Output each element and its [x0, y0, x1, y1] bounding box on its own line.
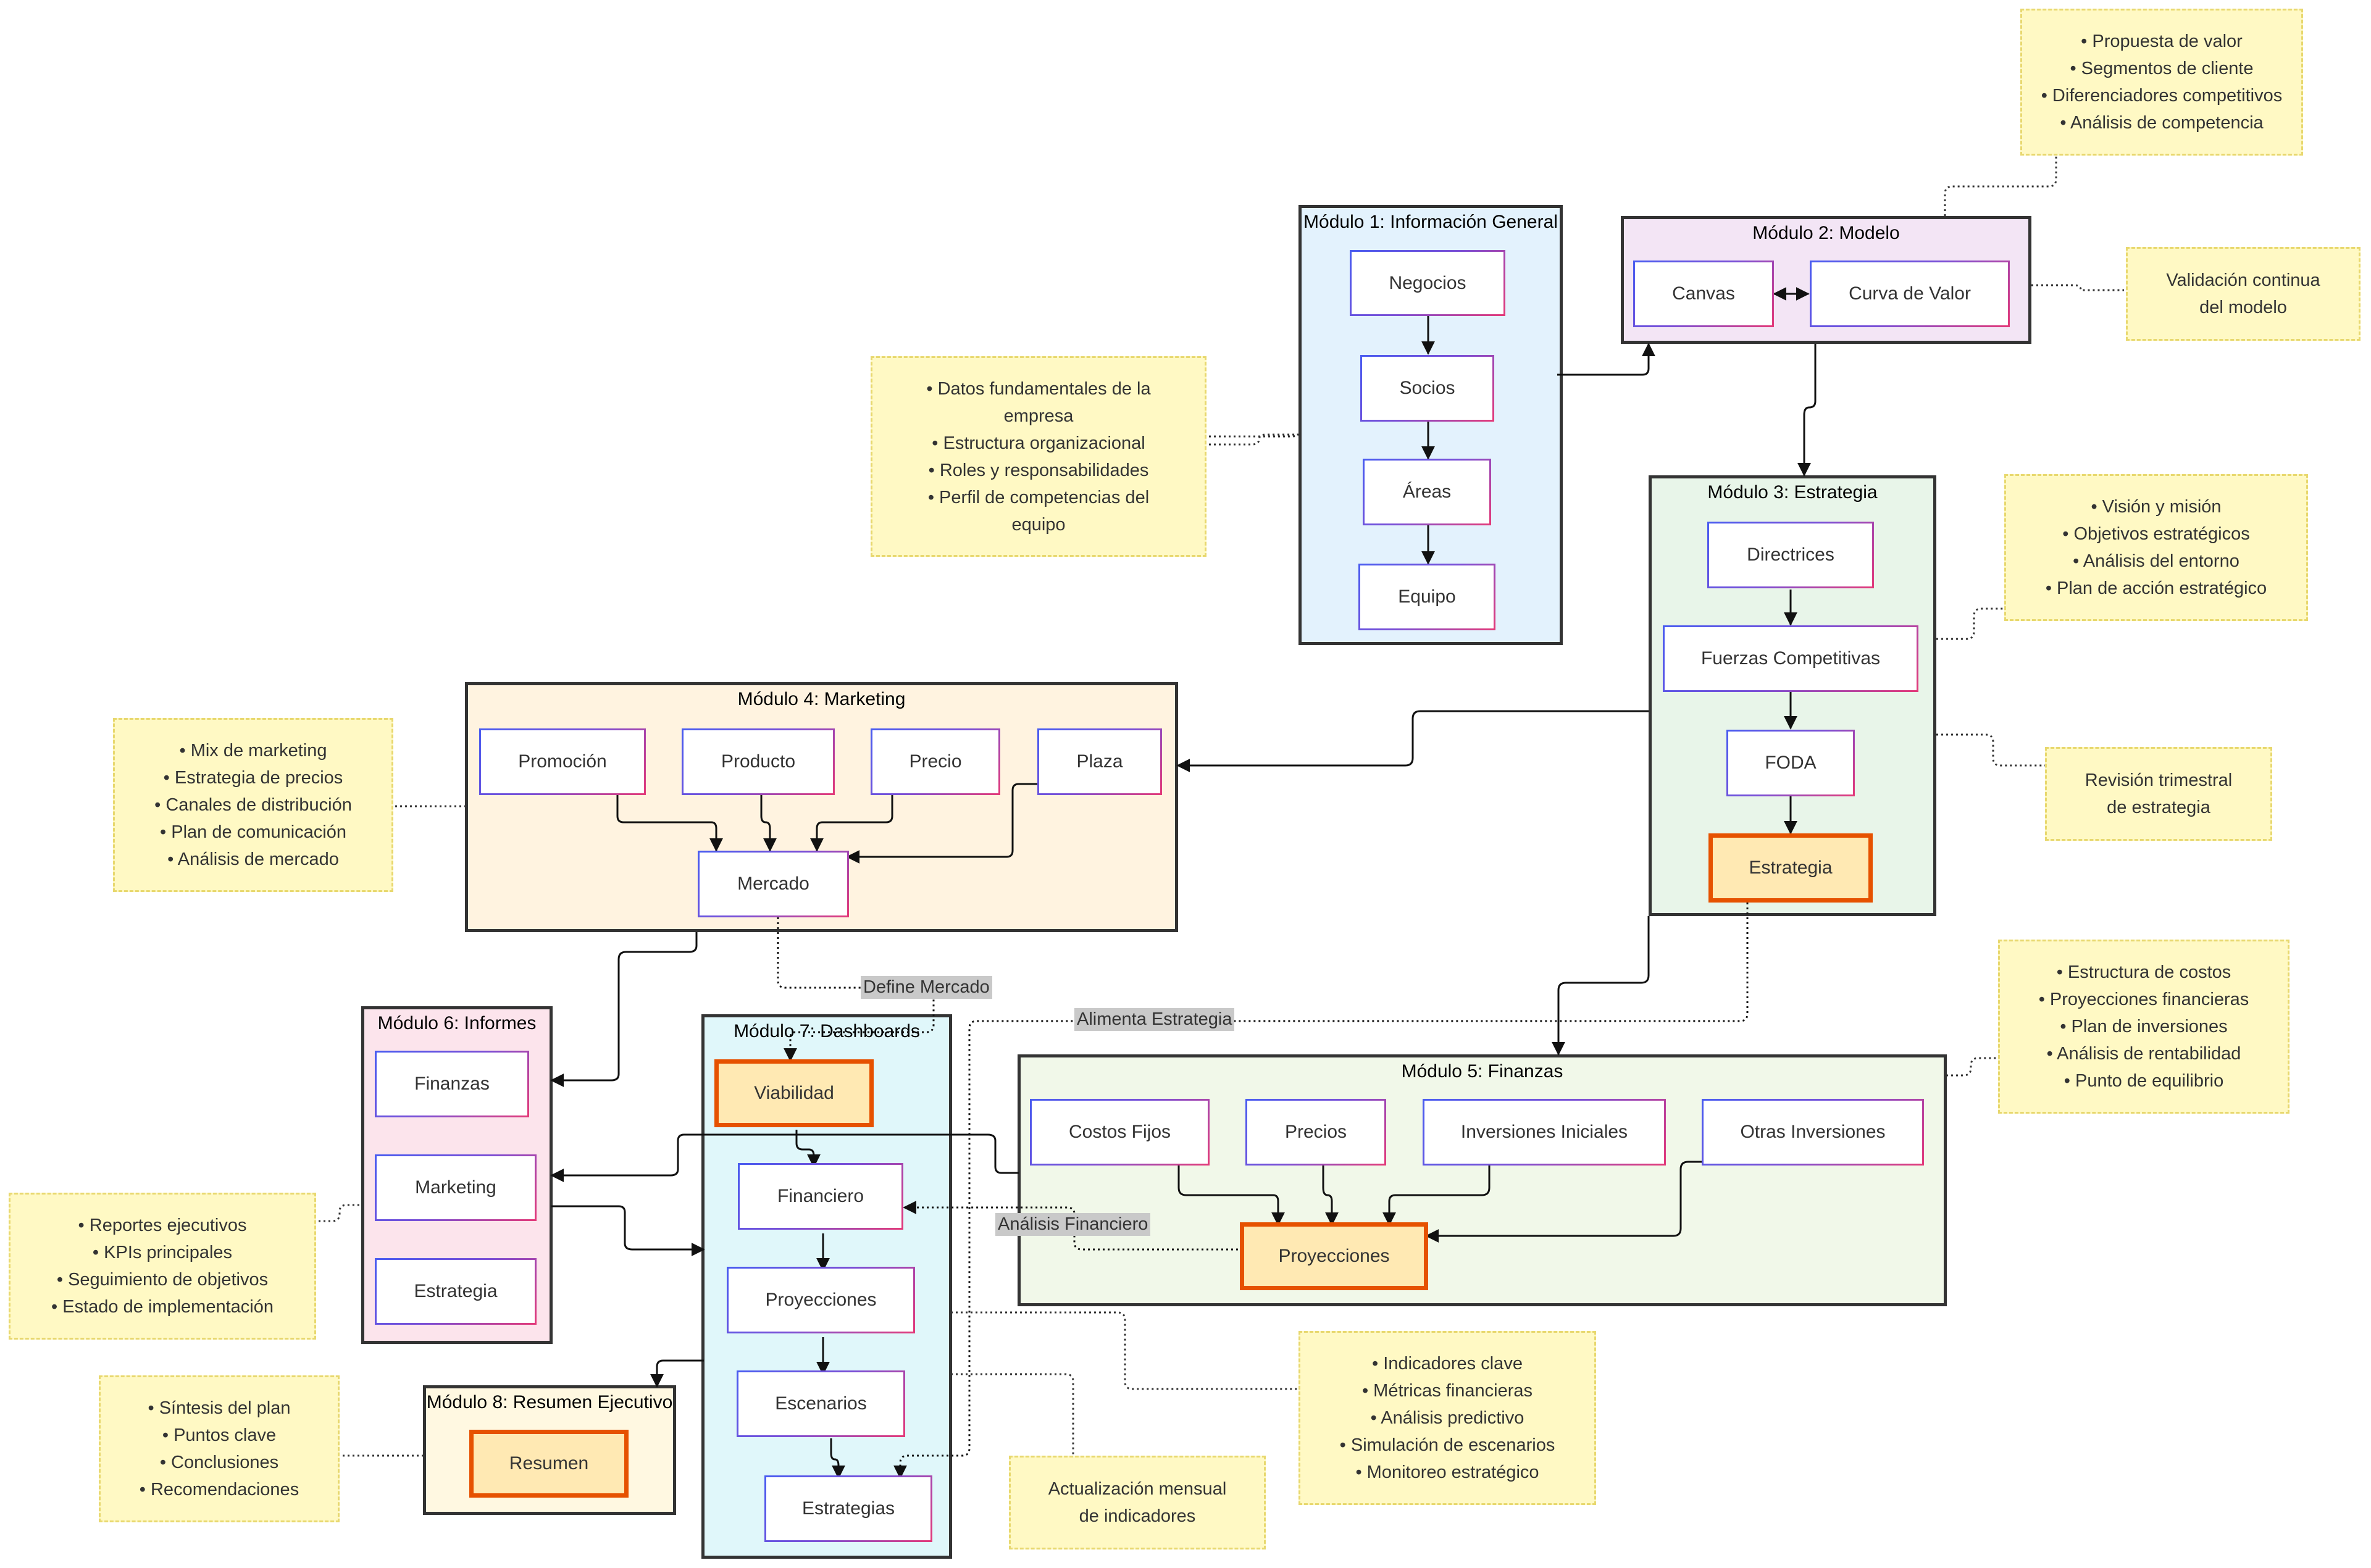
module-1-title: Módulo 1: Información General	[1303, 212, 1558, 232]
node-negocios[interactable]: Negocios	[1350, 250, 1505, 316]
node-precios[interactable]: Precios	[1245, 1099, 1386, 1166]
edge-label-alimenta-estrategia: Alimenta Estrategia	[1074, 1008, 1235, 1031]
note-link-modelo	[1944, 156, 2057, 216]
node-inversiones-iniciales[interactable]: Inversiones Iniciales	[1423, 1099, 1666, 1166]
edge-m2-m3	[1797, 344, 1817, 477]
node-estrategia-informes[interactable]: Estrategia	[375, 1258, 537, 1325]
node-marketing[interactable]: Marketing	[375, 1154, 537, 1221]
note-finanzas: • Estructura de costos• Proyecciones fin…	[1998, 940, 2289, 1114]
note-link-validacion	[2031, 284, 2124, 291]
node-mercado[interactable]: Mercado	[698, 851, 849, 917]
note-dashboards: • Indicadores clave• Métricas financiera…	[1298, 1331, 1596, 1505]
note-link-finanzas	[1946, 1057, 2004, 1077]
node-estrategia[interactable]: Estrategia	[1708, 833, 1873, 903]
node-equipo[interactable]: Equipo	[1358, 564, 1495, 630]
node-costos-fijos[interactable]: Costos Fijos	[1030, 1099, 1210, 1166]
node-precio[interactable]: Precio	[871, 728, 1000, 795]
node-canvas[interactable]: Canvas	[1633, 261, 1774, 327]
note-link-info	[1209, 433, 1300, 438]
edge-m6-m7	[551, 1205, 705, 1256]
edge-m4-m6	[550, 932, 698, 1087]
node-financiero[interactable]: Financiero	[738, 1163, 903, 1230]
node-plaza[interactable]: Plaza	[1037, 728, 1162, 795]
node-areas[interactable]: Áreas	[1363, 459, 1491, 525]
node-fuerzas-competitivas[interactable]: Fuerzas Competitivas	[1663, 625, 1918, 692]
node-resumen[interactable]: Resumen	[469, 1430, 629, 1498]
node-otras-inversiones[interactable]: Otras Inversiones	[1702, 1099, 1924, 1166]
node-promocion[interactable]: Promoción	[479, 728, 646, 795]
node-viabilidad[interactable]: Viabilidad	[714, 1059, 874, 1127]
note-link-informes	[319, 1204, 363, 1222]
note-link-info2	[1209, 433, 1299, 446]
note-link-actualizacion	[951, 1373, 1074, 1459]
note-estrategia: • Visión y misión• Objetivos estratégico…	[2004, 474, 2308, 621]
module-4-title: Módulo 4: Marketing	[737, 689, 906, 709]
note-resumen: • Síntesis del plan• Puntos clave• Concl…	[99, 1375, 340, 1522]
module-5-title: Módulo 5: Finanzas	[1401, 1061, 1563, 1082]
note-link-dashboards	[951, 1311, 1299, 1390]
note-modelo: • Propuesta de valor• Segmentos de clien…	[2020, 9, 2303, 156]
node-proyecciones-dashboards[interactable]: Proyecciones	[727, 1267, 915, 1333]
note-informes: • Reportes ejecutivos• KPIs principales•…	[9, 1193, 316, 1340]
edge-label-analisis-financiero: Análisis Financiero	[995, 1213, 1151, 1236]
edge-m7-m8	[650, 1359, 704, 1388]
node-escenarios[interactable]: Escenarios	[737, 1370, 905, 1437]
module-2-title: Módulo 2: Modelo	[1752, 223, 1900, 243]
module-6-title: Módulo 6: Informes	[377, 1013, 537, 1033]
module-8-title: Módulo 8: Resumen Ejecutivo	[426, 1392, 673, 1412]
node-finanzas[interactable]: Finanzas	[375, 1051, 529, 1117]
node-curva-de-valor[interactable]: Curva de Valor	[1810, 261, 2010, 327]
edge-m3-m5	[1552, 916, 1650, 1056]
node-directrices[interactable]: Directrices	[1707, 522, 1874, 588]
node-proyecciones-finanzas[interactable]: Proyecciones	[1240, 1222, 1428, 1290]
module-5-finanzas: Módulo 5: Finanzas	[1018, 1054, 1947, 1306]
node-foda[interactable]: FODA	[1726, 730, 1855, 796]
edge-m1-m2	[1557, 343, 1655, 376]
module-7-title: Módulo 7: Dashboards	[734, 1021, 920, 1041]
edge-label-define-mercado: Define Mercado	[861, 976, 992, 999]
edge-m3-m4	[1176, 710, 1649, 772]
module-3-title: Módulo 3: Estrategia	[1707, 482, 1878, 503]
node-socios[interactable]: Socios	[1360, 355, 1494, 422]
note-marketing: • Mix de marketing• Estrategia de precio…	[113, 718, 393, 892]
note-link-revision	[1936, 733, 2047, 767]
note-link-estrategia	[1936, 607, 2007, 640]
node-producto[interactable]: Producto	[682, 728, 835, 795]
node-estrategias[interactable]: Estrategias	[764, 1475, 932, 1542]
